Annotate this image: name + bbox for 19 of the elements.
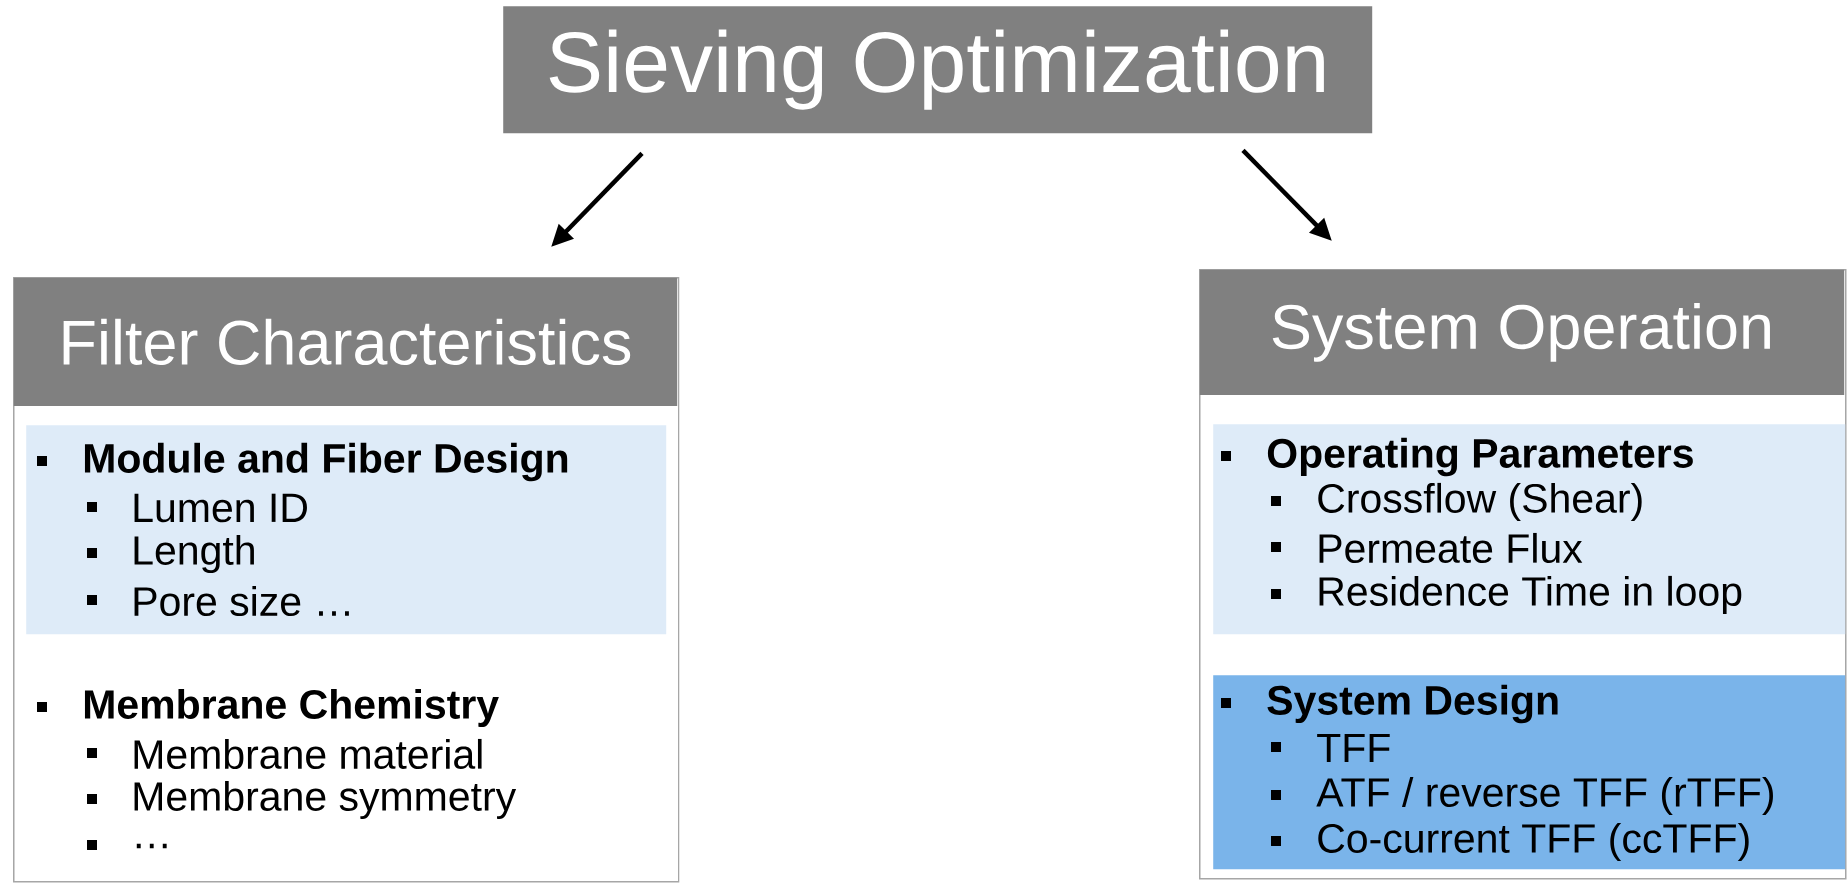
list-item: Membrane symmetry: [134, 780, 517, 820]
list-heading: Operating Parameters: [1267, 437, 1693, 477]
list-item: Crossflow (Shear): [1318, 482, 1642, 522]
card-header: Filter Characteristics: [13, 277, 678, 406]
list-item: Pore size …: [134, 585, 349, 617]
list-item: Length: [134, 534, 254, 574]
list-item: Residence Time in loop: [1319, 575, 1742, 615]
list-heading: System Design: [1267, 684, 1558, 724]
list-heading: Module and Fiber Design: [84, 442, 568, 482]
list-item: Lumen ID: [134, 493, 307, 523]
card-header: System Operation: [1199, 269, 1845, 395]
list-item: ATF / reverse TFF (rTFF): [1316, 776, 1773, 816]
list-item: Co-current TFF (ccTFF): [1318, 822, 1749, 862]
list-heading: Membrane Chemistry: [84, 688, 499, 728]
list-item: TFF: [1317, 733, 1390, 763]
list-item: …: [136, 843, 167, 849]
list-item: Membrane material: [134, 738, 482, 770]
list-item: Permeate Flux: [1319, 532, 1583, 564]
title-box: Sieving Optimization: [503, 6, 1373, 134]
